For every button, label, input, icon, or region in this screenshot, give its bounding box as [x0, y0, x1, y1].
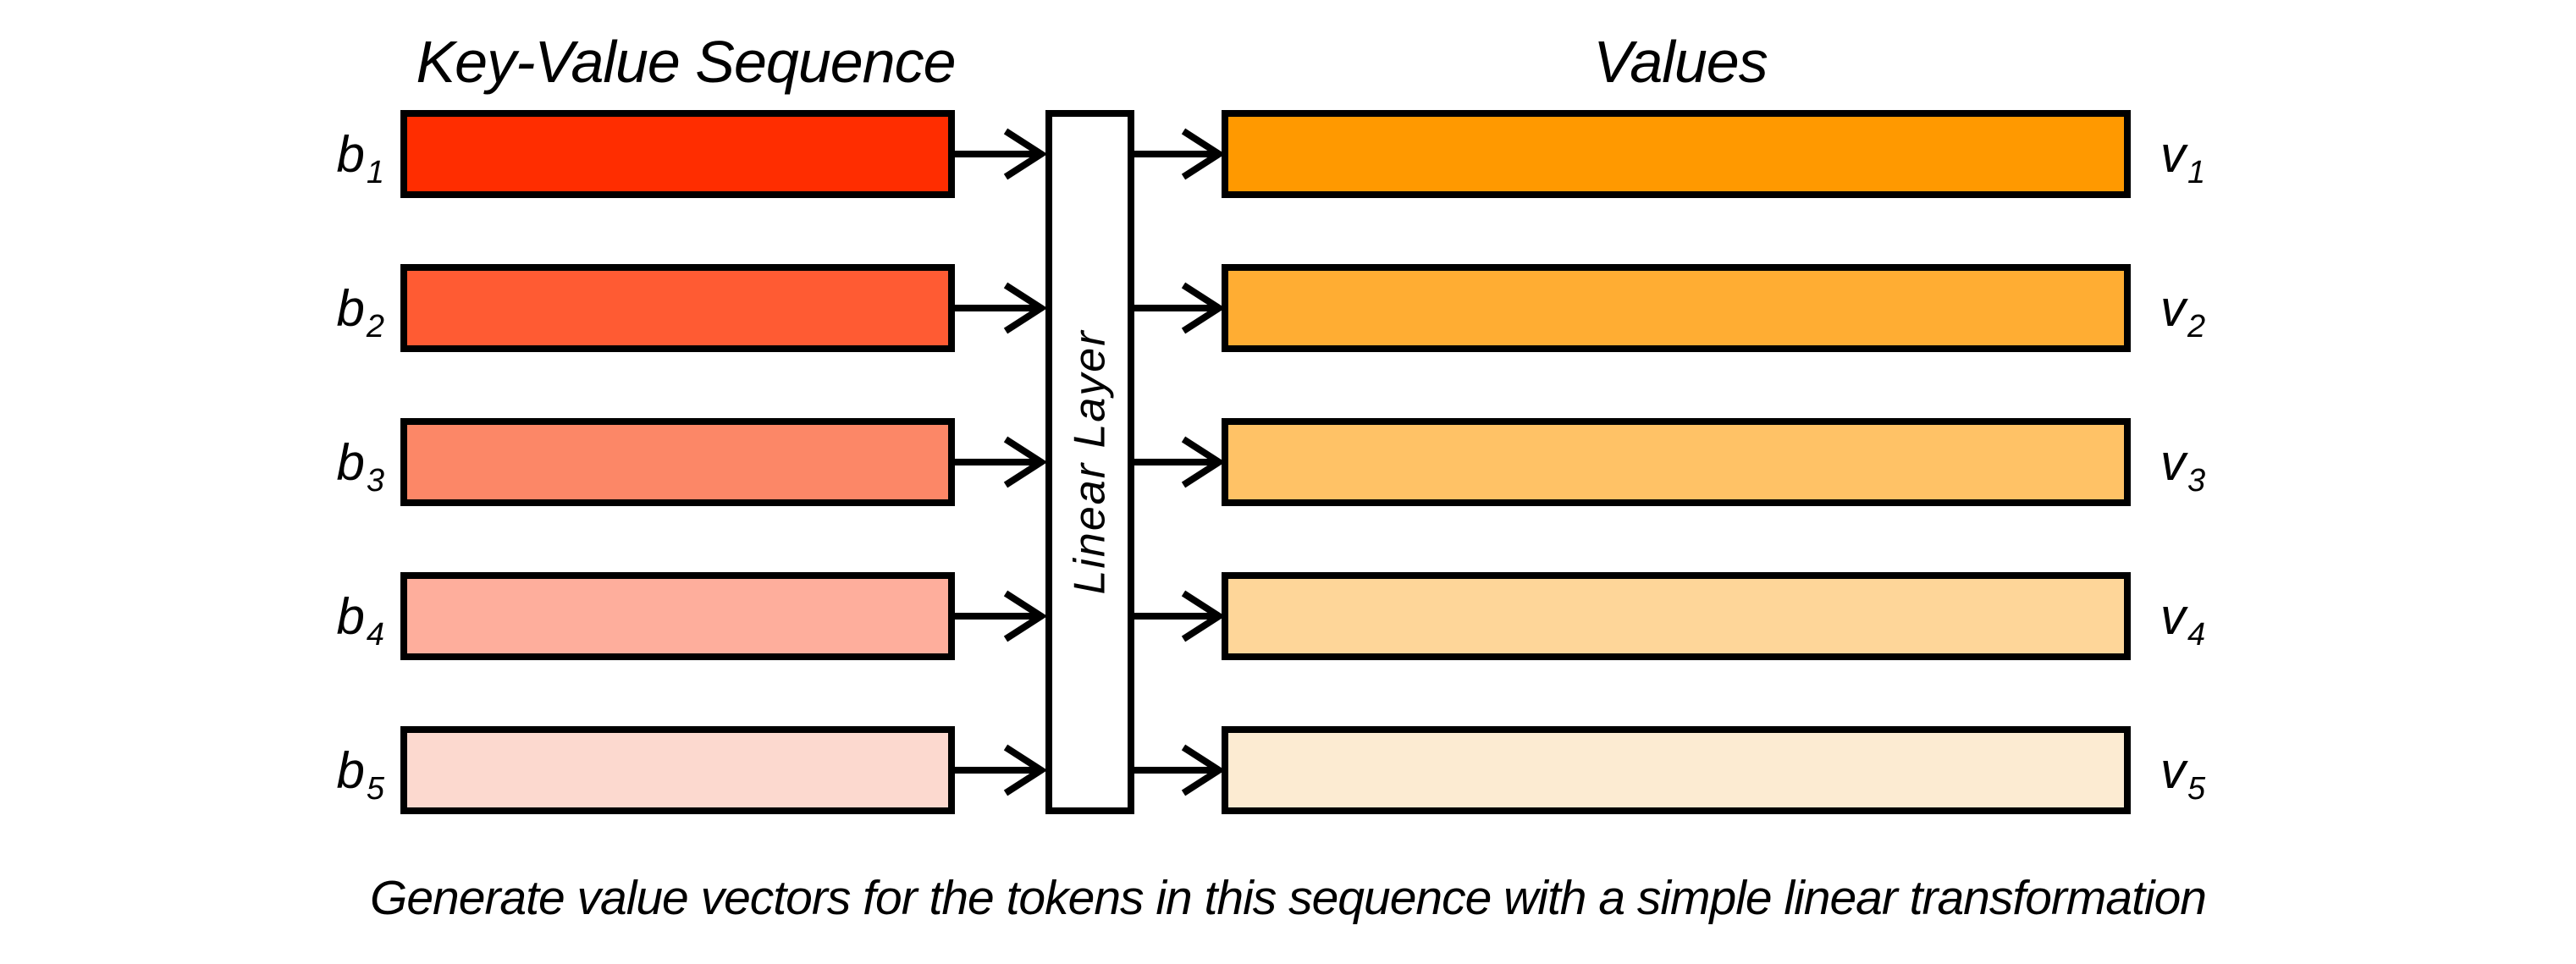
output-label-subscript: 3	[2187, 463, 2206, 499]
output-value-bar-v5	[1222, 726, 2131, 814]
input-label-subscript: 1	[366, 155, 384, 190]
input-token-bar-b3	[400, 418, 955, 506]
input-label-subscript: 3	[366, 463, 384, 499]
output-value-bar-v4	[1222, 572, 2131, 660]
values-title: Values	[1593, 29, 1768, 95]
key-value-sequence-title: Key-Value Sequence	[416, 29, 956, 95]
output-label-letter: v	[2160, 433, 2186, 491]
input-label-letter: b	[336, 125, 365, 183]
input-label-subscript: 5	[366, 771, 384, 807]
arrow-right-icon	[955, 744, 1045, 796]
input-token-bar-b5	[400, 726, 955, 814]
output-label-subscript: 5	[2187, 771, 2206, 807]
arrow-right-icon	[955, 282, 1045, 334]
output-label-subscript: 4	[2187, 617, 2206, 653]
arrow-right-icon	[1133, 590, 1223, 642]
linear-layer-box: Linear Layer	[1045, 110, 1134, 814]
output-label-subscript: 1	[2187, 155, 2206, 190]
input-label-letter: b	[336, 279, 365, 337]
output-label-letter: v	[2160, 741, 2186, 799]
arrow-right-icon	[1133, 744, 1223, 796]
arrow-right-icon	[955, 128, 1045, 180]
output-value-bar-v1	[1222, 110, 2131, 198]
arrow-right-icon	[1133, 282, 1223, 334]
arrow-right-icon	[1133, 128, 1223, 180]
input-label-subscript: 2	[366, 309, 384, 344]
input-label-letter: b	[336, 587, 365, 645]
arrow-right-icon	[1133, 436, 1223, 488]
output-label-subscript: 2	[2187, 309, 2206, 344]
input-label-letter: b	[336, 433, 365, 491]
input-label-letter: b	[336, 741, 365, 799]
output-value-bar-v3	[1222, 418, 2131, 506]
arrow-right-icon	[955, 436, 1045, 488]
output-label-letter: v	[2160, 587, 2186, 645]
output-value-bar-v2	[1222, 264, 2131, 352]
output-label-letter: v	[2160, 279, 2186, 337]
input-token-bar-b1	[400, 110, 955, 198]
caption: Generate value vectors for the tokens in…	[370, 871, 2207, 925]
linear-layer-label: Linear Layer	[1065, 329, 1115, 595]
input-label-subscript: 4	[366, 617, 384, 653]
input-token-bar-b4	[400, 572, 955, 660]
input-token-bar-b2	[400, 264, 955, 352]
arrow-right-icon	[955, 590, 1045, 642]
output-label-letter: v	[2160, 125, 2186, 183]
